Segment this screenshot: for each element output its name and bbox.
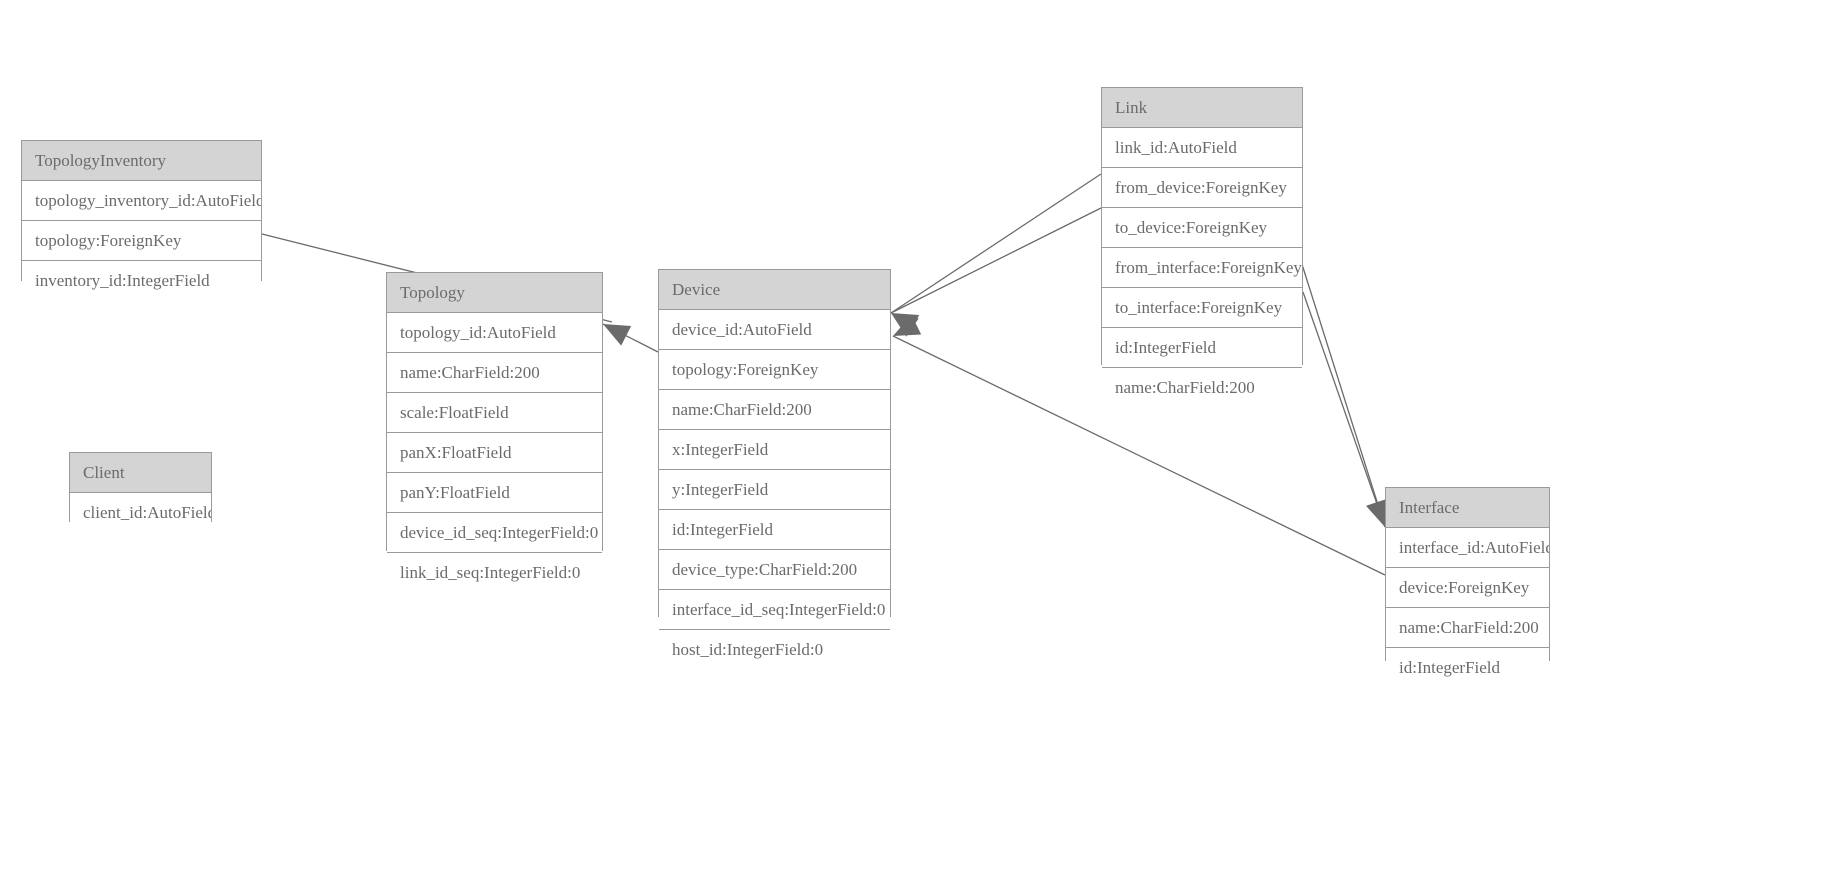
entity-field-row: name:CharField:200: [387, 353, 602, 393]
entity-field-row: topology_id:AutoField: [387, 313, 602, 353]
entity-field-row: client_id:AutoField: [70, 493, 211, 533]
entity-field-row: id:IntegerField: [1102, 328, 1302, 368]
entity-field-row: from_device:ForeignKey: [1102, 168, 1302, 208]
entity-field-row: device:ForeignKey: [1386, 568, 1549, 608]
entity-title-device: Device: [659, 270, 890, 310]
entity-title-topology: Topology: [387, 273, 602, 313]
entity-field-row: inventory_id:IntegerField: [22, 261, 261, 301]
edge-link-tointerface-interface: [1302, 291, 1386, 528]
entity-field-row: name:CharField:200: [659, 390, 890, 430]
entity-field-row: topology:ForeignKey: [22, 221, 261, 261]
entity-field-row: name:CharField:200: [1386, 608, 1549, 648]
entity-title-topology_inventory: TopologyInventory: [22, 141, 261, 181]
edge-link-todevice-device: [890, 207, 1102, 314]
entity-field-row: to_device:ForeignKey: [1102, 208, 1302, 248]
entity-field-row: topology:ForeignKey: [659, 350, 890, 390]
entity-field-row: link_id:AutoField: [1102, 128, 1302, 168]
entity-field-row: to_interface:ForeignKey: [1102, 288, 1302, 328]
entity-title-link: Link: [1102, 88, 1302, 128]
entity-title-client: Client: [70, 453, 211, 493]
entity-field-row: device_id:AutoField: [659, 310, 890, 350]
edge-link-fromdevice-device: [890, 173, 1102, 314]
entity-field-row: id:IntegerField: [1386, 648, 1549, 688]
edge-link-frominterface-interface: [1299, 257, 1386, 528]
entity-title-interface: Interface: [1386, 488, 1549, 528]
entity-field-row: host_id:IntegerField:0: [659, 630, 890, 670]
entity-field-row: interface_id_seq:IntegerField:0: [659, 590, 890, 630]
entity-field-row: interface_id:AutoField: [1386, 528, 1549, 568]
entity-field-row: from_interface:ForeignKey: [1102, 248, 1302, 288]
entity-field-row: id:IntegerField: [659, 510, 890, 550]
edge-interface-device-device-arrowhead: [893, 314, 922, 336]
entity-field-row: y:IntegerField: [659, 470, 890, 510]
entity-field-row: link_id_seq:IntegerField:0: [387, 553, 602, 593]
edge-device-topology: [602, 323, 659, 353]
entity-field-row: topology_inventory_id:AutoField: [22, 181, 261, 221]
entity-field-row: device_type:CharField:200: [659, 550, 890, 590]
entity-field-row: panX:FloatField: [387, 433, 602, 473]
entity-field-row: name:CharField:200: [1102, 368, 1302, 408]
entity-field-row: panY:FloatField: [387, 473, 602, 513]
entity-field-row: x:IntegerField: [659, 430, 890, 470]
entity-field-row: scale:FloatField: [387, 393, 602, 433]
entity-field-row: device_id_seq:IntegerField:0: [387, 513, 602, 553]
